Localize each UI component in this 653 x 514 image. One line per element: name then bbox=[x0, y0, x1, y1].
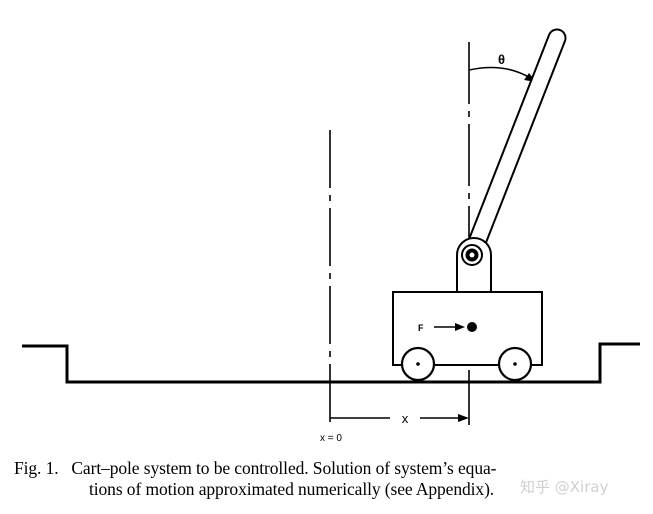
x-label: x bbox=[402, 411, 409, 426]
x-dimension-arrowhead bbox=[458, 414, 469, 422]
origin-label: x = 0 bbox=[320, 433, 342, 444]
theta-label: θ bbox=[498, 52, 505, 67]
theta-arc bbox=[468, 66, 533, 80]
caption-line-1: Fig. 1. Cart–pole system to be controlle… bbox=[14, 458, 644, 479]
force-arrowhead bbox=[455, 323, 465, 331]
force-label: F bbox=[418, 323, 424, 333]
cart-pole-diagram: θ F x x = 0 bbox=[22, 28, 640, 444]
track bbox=[22, 342, 640, 384]
force-point bbox=[467, 322, 477, 332]
caption-text-1: Cart–pole system to be controlled. Solut… bbox=[71, 458, 497, 478]
caption-line-2: tions of motion approximated numerically… bbox=[89, 479, 495, 499]
pole bbox=[462, 28, 567, 265]
x-label-background bbox=[390, 408, 420, 424]
figure-caption: Fig. 1. Cart–pole system to be controlle… bbox=[14, 458, 644, 500]
pivot-joint-center bbox=[469, 252, 475, 258]
wheel-left bbox=[400, 346, 436, 382]
figure-number: Fig. 1. bbox=[14, 458, 59, 478]
wheel-right bbox=[497, 346, 533, 382]
watermark: 知乎 @Xiray bbox=[520, 478, 609, 496]
diagram-canvas: θ F x x = 0 bbox=[22, 28, 640, 444]
